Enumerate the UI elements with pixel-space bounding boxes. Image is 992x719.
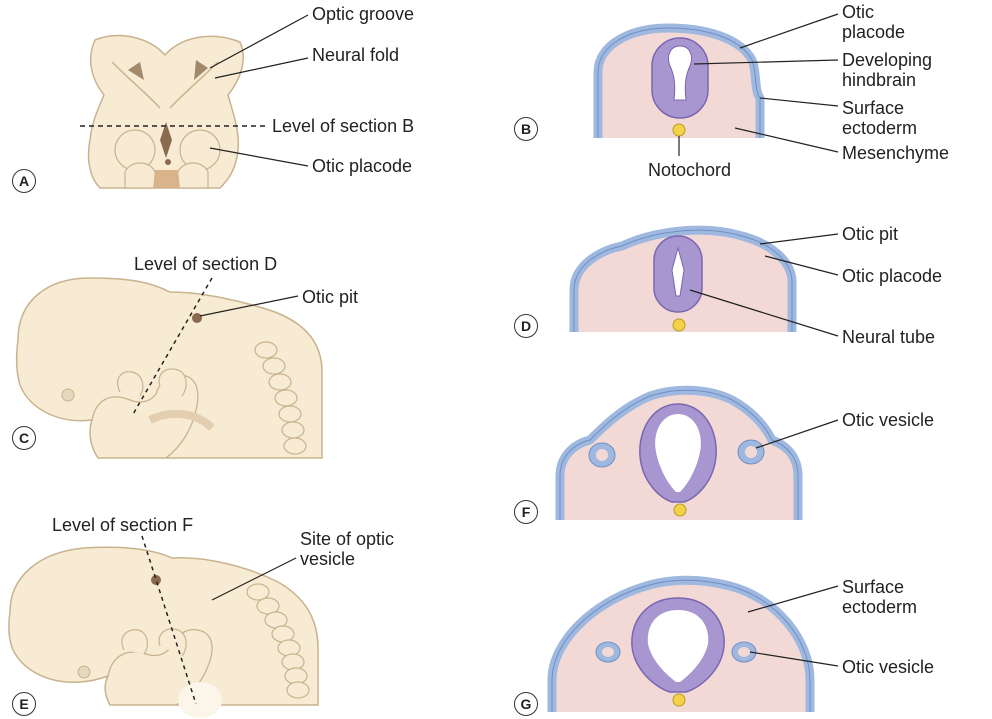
panel-badge-d: D [514, 314, 538, 338]
label-otic-vesicle-g: Otic vesicle [842, 657, 934, 677]
label-site-optic-vesicle-line1: Site of optic [300, 529, 394, 549]
notochord-f [674, 504, 686, 516]
optic-vesicle-site [178, 682, 222, 718]
label-level-section-d: Level of section D [134, 254, 277, 274]
label-developing-hindbrain-line2: hindbrain [842, 70, 916, 90]
label-otic-pit-c: Otic pit [302, 287, 358, 307]
otic-pit-c [192, 313, 202, 323]
label-otic-placode-b-line2: placode [842, 22, 905, 42]
label-surface-ectoderm-g-line2: ectoderm [842, 597, 917, 617]
panel-c-embryo [17, 278, 322, 458]
leader-surface-ectoderm-b [760, 98, 838, 106]
panel-g-section [552, 580, 810, 712]
panel-badge-e: E [12, 692, 36, 716]
label-otic-pit-d: Otic pit [842, 224, 898, 244]
leader-otic-placode-b [740, 14, 838, 48]
label-otic-vesicle-f: Otic vesicle [842, 410, 934, 430]
notochord-d [673, 319, 685, 331]
leader-mesenchyme [735, 128, 838, 152]
label-level-section-b: Level of section B [272, 116, 414, 136]
label-neural-fold: Neural fold [312, 45, 399, 65]
leader-otic-pit-d [760, 234, 838, 244]
label-mesenchyme: Mesenchyme [842, 143, 949, 163]
panel-a-embryo [88, 36, 243, 188]
panel-badge-c: C [12, 426, 36, 450]
label-developing-hindbrain-line1: Developing [842, 50, 932, 70]
panel-b-section [598, 28, 760, 138]
panel-badge-b: B [514, 117, 538, 141]
panel-badge-a: A [12, 169, 36, 193]
label-notochord: Notochord [648, 160, 731, 180]
panel-badge-f: F [514, 500, 538, 524]
panel-d-section [574, 230, 792, 332]
label-neural-tube: Neural tube [842, 327, 935, 347]
notochord-g [673, 694, 685, 706]
label-surface-ectoderm-b-line2: ectoderm [842, 118, 917, 138]
panel-f-section [560, 390, 798, 520]
label-level-section-f: Level of section F [52, 515, 193, 535]
label-otic-placode-b-line1: Otic [842, 2, 874, 22]
label-optic-groove: Optic groove [312, 4, 414, 24]
panel-e-embryo [9, 547, 318, 718]
label-site-optic-vesicle-line2: vesicle [300, 549, 355, 569]
notochord-b [673, 124, 685, 136]
label-surface-ectoderm-g-line1: Surface [842, 577, 904, 597]
otic-vesicle-site-e [151, 575, 161, 585]
label-otic-placode-a: Otic placode [312, 156, 412, 176]
label-surface-ectoderm-b-line1: Surface [842, 98, 904, 118]
label-otic-placode-d: Otic placode [842, 266, 942, 286]
panel-badge-g: G [514, 692, 538, 716]
